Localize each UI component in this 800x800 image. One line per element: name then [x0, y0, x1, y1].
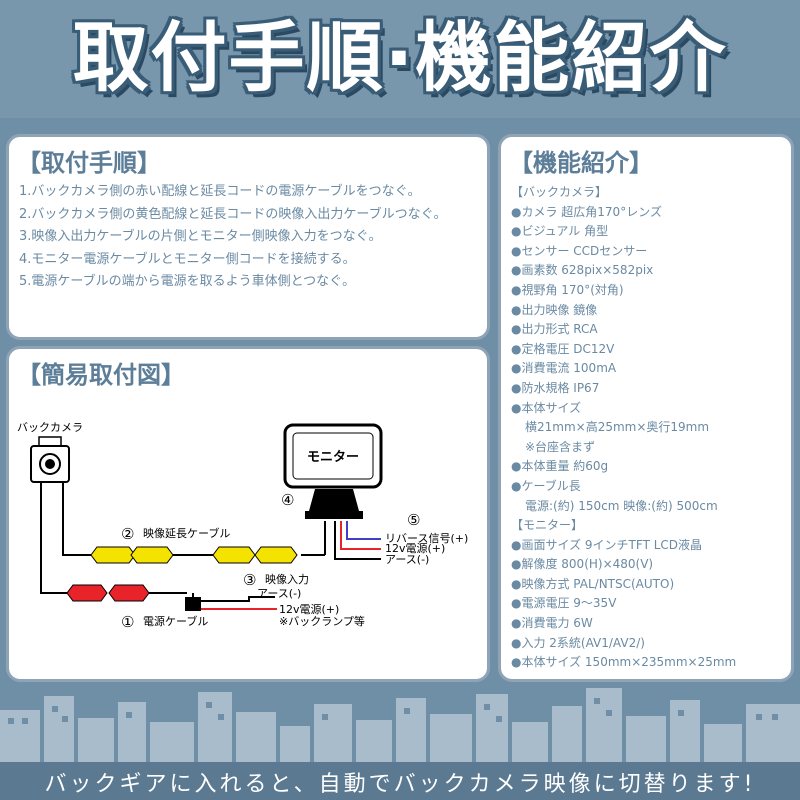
fuse-block: [185, 597, 201, 611]
step-number-3: ③: [243, 571, 256, 589]
feature-item: ●出力形式 RCA: [511, 322, 598, 337]
feature-item: ●消費電力 6W: [511, 616, 593, 631]
feature-item: ●ビジュアル 角型: [511, 224, 609, 239]
video-connector-camera: [90, 546, 174, 564]
step-item-2: 2.バックカメラ側の黄色配線と延長コードの映像入出力ケーブルつなぐ。: [19, 206, 447, 222]
backlamp-note: ※バックランプ等: [279, 614, 365, 628]
step-item-4: 4.モニター電源ケーブルとモニター側コードを接続する。: [19, 251, 356, 267]
feature-item: 横21mm×高25mm×奥行19mm: [525, 420, 710, 435]
feature-item: ●センサー CCDセンサー: [511, 243, 648, 258]
camera-icon: [30, 436, 70, 483]
feature-item: ●画素数 628pix×582pix: [511, 263, 654, 278]
step-item-1: 1.バックカメラ側の赤い配線と延長コードの電源ケーブルをつなぐ。: [19, 184, 421, 199]
wiring-diagram: バックカメラ モニター ④ ⑤ リバース信号(+) 12v電源(+) アース(-…: [17, 421, 468, 631]
video-input-label: 映像入力: [265, 573, 309, 586]
city-skyline-graphic: [0, 688, 800, 762]
feature-section-monitor: 【モニター】: [511, 518, 584, 533]
steps-list: 1.バックカメラ側の赤い配線と延長コードの電源ケーブルをつなぐ。 2.バックカメ…: [19, 181, 447, 294]
features-title: 【機能紹介】: [509, 149, 653, 177]
feature-item: ※台座含まず: [525, 439, 596, 454]
feature-item: ●電源電圧 9～35V: [511, 596, 617, 611]
monitor-label: モニター: [307, 450, 359, 465]
feature-item: ●映像方式 PAL/NTSC(AUTO): [511, 576, 675, 591]
step-item-5: 5.電源ケーブルの端から電源を取るよう車体側とつなぐ。: [19, 274, 356, 289]
header-banner: [0, 0, 800, 118]
feature-item: ●本体重量 約60g: [511, 459, 609, 474]
feature-item: ●防水規格 IP67: [511, 380, 600, 395]
step-number-1: ①: [121, 613, 134, 631]
page-title: 取付手順·機能紹介: [72, 13, 728, 102]
bottom-ticker: バックギアに入れると、自動でバックカメラ映像に切替ります!: [0, 762, 800, 800]
power-connector: [66, 584, 150, 602]
feature-item: ●解像度 800(H)×480(V): [511, 557, 654, 572]
video-connector-monitor: [212, 546, 298, 564]
step-item-3: 3.映像入出力ケーブルの片側とモニター側映像入力をつなぐ。: [19, 229, 382, 244]
step-number-4: ④: [281, 491, 294, 509]
reverse-signal-wire: [346, 521, 381, 540]
feature-item: ●定格電圧 DC12V: [511, 341, 615, 356]
monitor-earth-label: アース(-): [385, 553, 429, 566]
feature-item: ●本体サイズ 150mm×235mm×25mm: [511, 655, 737, 670]
features-list: 【バックカメラ】 ●カメラ 超広角170°レンズ ●ビジュアル 角型 ●センサー…: [511, 183, 736, 673]
monitor-icon: [283, 423, 383, 519]
diagram-title: 【簡易取付図】: [17, 361, 185, 389]
feature-item: ●消費電流 100mA: [511, 361, 617, 376]
earth-label: アース(-): [257, 587, 301, 600]
feature-item: ●出力映像 鏡像: [511, 302, 598, 317]
camera-label: バックカメラ: [17, 421, 83, 434]
power-12v-label: 12v電源(+): [279, 602, 339, 616]
monitor-earth-wire: [334, 521, 381, 560]
feature-item: ●本体サイズ: [511, 400, 582, 415]
feature-item: ●カメラ 超広角170°レンズ: [511, 204, 662, 219]
reverse-signal-label: リバース信号(+): [385, 532, 468, 545]
step-number-5: ⑤: [407, 511, 420, 529]
feature-item: 電源:(約) 150cm 映像:(約) 500cm: [525, 498, 718, 513]
feature-item: ●入力 2系統(AV1/AV2/): [511, 635, 645, 650]
feature-item: ●視野角 170°(対角): [511, 282, 624, 297]
installation-steps-panel: 【取付手順】 1.バックカメラ側の赤い配線と延長コードの電源ケーブルをつなぐ。 …: [6, 134, 490, 340]
power-cable-label: 電源ケーブル: [143, 614, 208, 628]
feature-item: ●ケーブル長: [511, 478, 581, 493]
video-cable-label: 映像延長ケーブル: [143, 526, 230, 540]
ticker-text: バックギアに入れると、自動でバックカメラ映像に切替ります!: [44, 772, 756, 797]
monitor-12v-label: 12v電源(+): [385, 541, 445, 555]
wiring-diagram-panel: 【簡易取付図】 バックカメラ モニター ④ ⑤ リバース信号(+) 12v電源(…: [6, 346, 490, 682]
feature-section-camera: 【バックカメラ】: [511, 185, 608, 199]
step-number-2: ②: [121, 525, 134, 543]
features-panel: 【機能紹介】 【バックカメラ】 ●カメラ 超広角170°レンズ ●ビジュアル 角…: [498, 134, 794, 682]
feature-item: ●画面サイズ 9インチTFT LCD液晶: [511, 537, 703, 552]
monitor-power-wire: [340, 521, 381, 550]
steps-title: 【取付手順】: [17, 149, 161, 177]
